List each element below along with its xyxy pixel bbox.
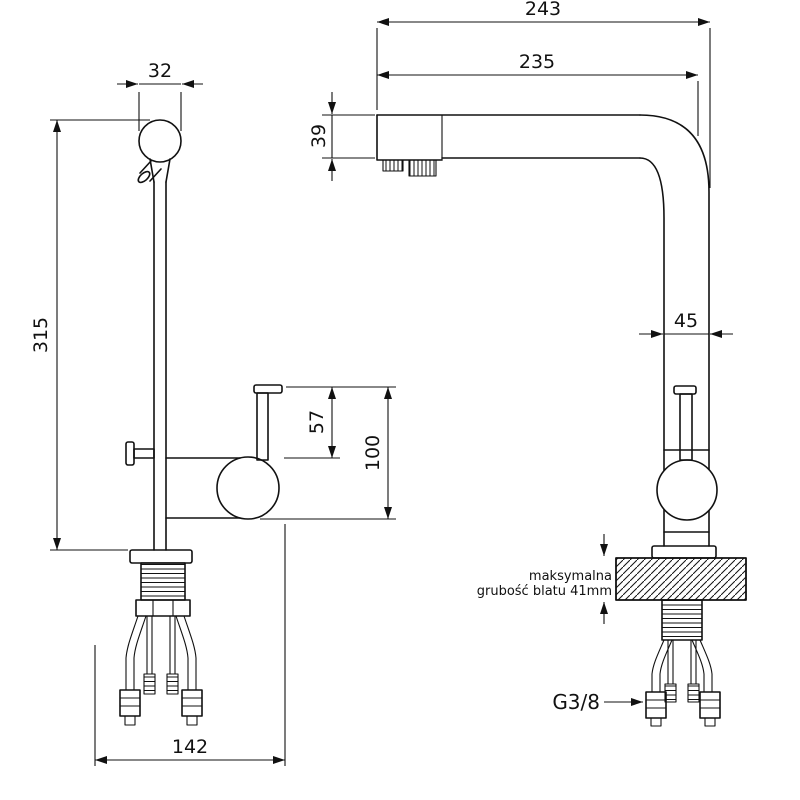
countertop-note-line1: maksymalna: [529, 569, 612, 584]
aerator: [382, 159, 404, 172]
countertop-note-line2: grubość blatu 41mm: [477, 584, 612, 599]
mixer-lever: [679, 393, 693, 461]
supply-hose: [125, 615, 139, 691]
dim-spout-reach-label: 235: [519, 51, 555, 73]
spout-opening: [137, 170, 151, 184]
dim-overall-reach-label: 243: [525, 0, 561, 20]
hose-connector: [119, 689, 141, 717]
aerator: [408, 159, 437, 177]
side-view: [376, 114, 747, 727]
side-knob: [125, 441, 135, 466]
hose-connector: [181, 689, 203, 717]
hose-connector: [645, 691, 667, 719]
mounting-stud: [146, 615, 153, 675]
faucet-body: [153, 181, 167, 551]
supply-hose: [651, 639, 665, 693]
mounting-flange: [651, 545, 717, 559]
dim-base-spread-label: 142: [172, 736, 208, 758]
side-knob-stem: [133, 448, 155, 459]
thread-size-label: G3/8: [552, 690, 600, 714]
dim-spout-height-label: 39: [308, 124, 330, 148]
spout-head: [376, 114, 443, 161]
threaded-shank: [661, 599, 703, 641]
side-view-dimensions: 243 235 39 45 maksymalna grubość blatu 4…: [308, 0, 733, 714]
dim-body-width-label: 45: [674, 310, 698, 332]
mixer-lever-cap: [673, 385, 697, 395]
dim-spout-head-width-label: 32: [148, 60, 172, 82]
dim-lever-height-label: 57: [306, 410, 328, 434]
mounting-flange: [129, 549, 193, 564]
threaded-shank: [140, 562, 186, 601]
mounting-stud: [169, 615, 176, 675]
front-view-dimensions: 32 315 57 100 142: [30, 60, 396, 766]
filter-outlet-cap: [216, 456, 280, 520]
filter-outlet: [165, 457, 241, 519]
spout-ball: [138, 119, 182, 163]
countertop-slab: [615, 557, 747, 601]
mounting-nut: [135, 599, 191, 617]
supply-hose: [183, 615, 197, 691]
filter-lever: [256, 392, 269, 461]
mixer-ball-joint: [656, 459, 718, 521]
dim-total-height-label: 315: [30, 317, 52, 353]
front-view: [119, 119, 283, 726]
supply-hose: [699, 639, 713, 693]
filter-lever-cap: [253, 384, 283, 394]
dim-outlet-drop-label: 100: [362, 435, 384, 471]
hose-connector: [699, 691, 721, 719]
